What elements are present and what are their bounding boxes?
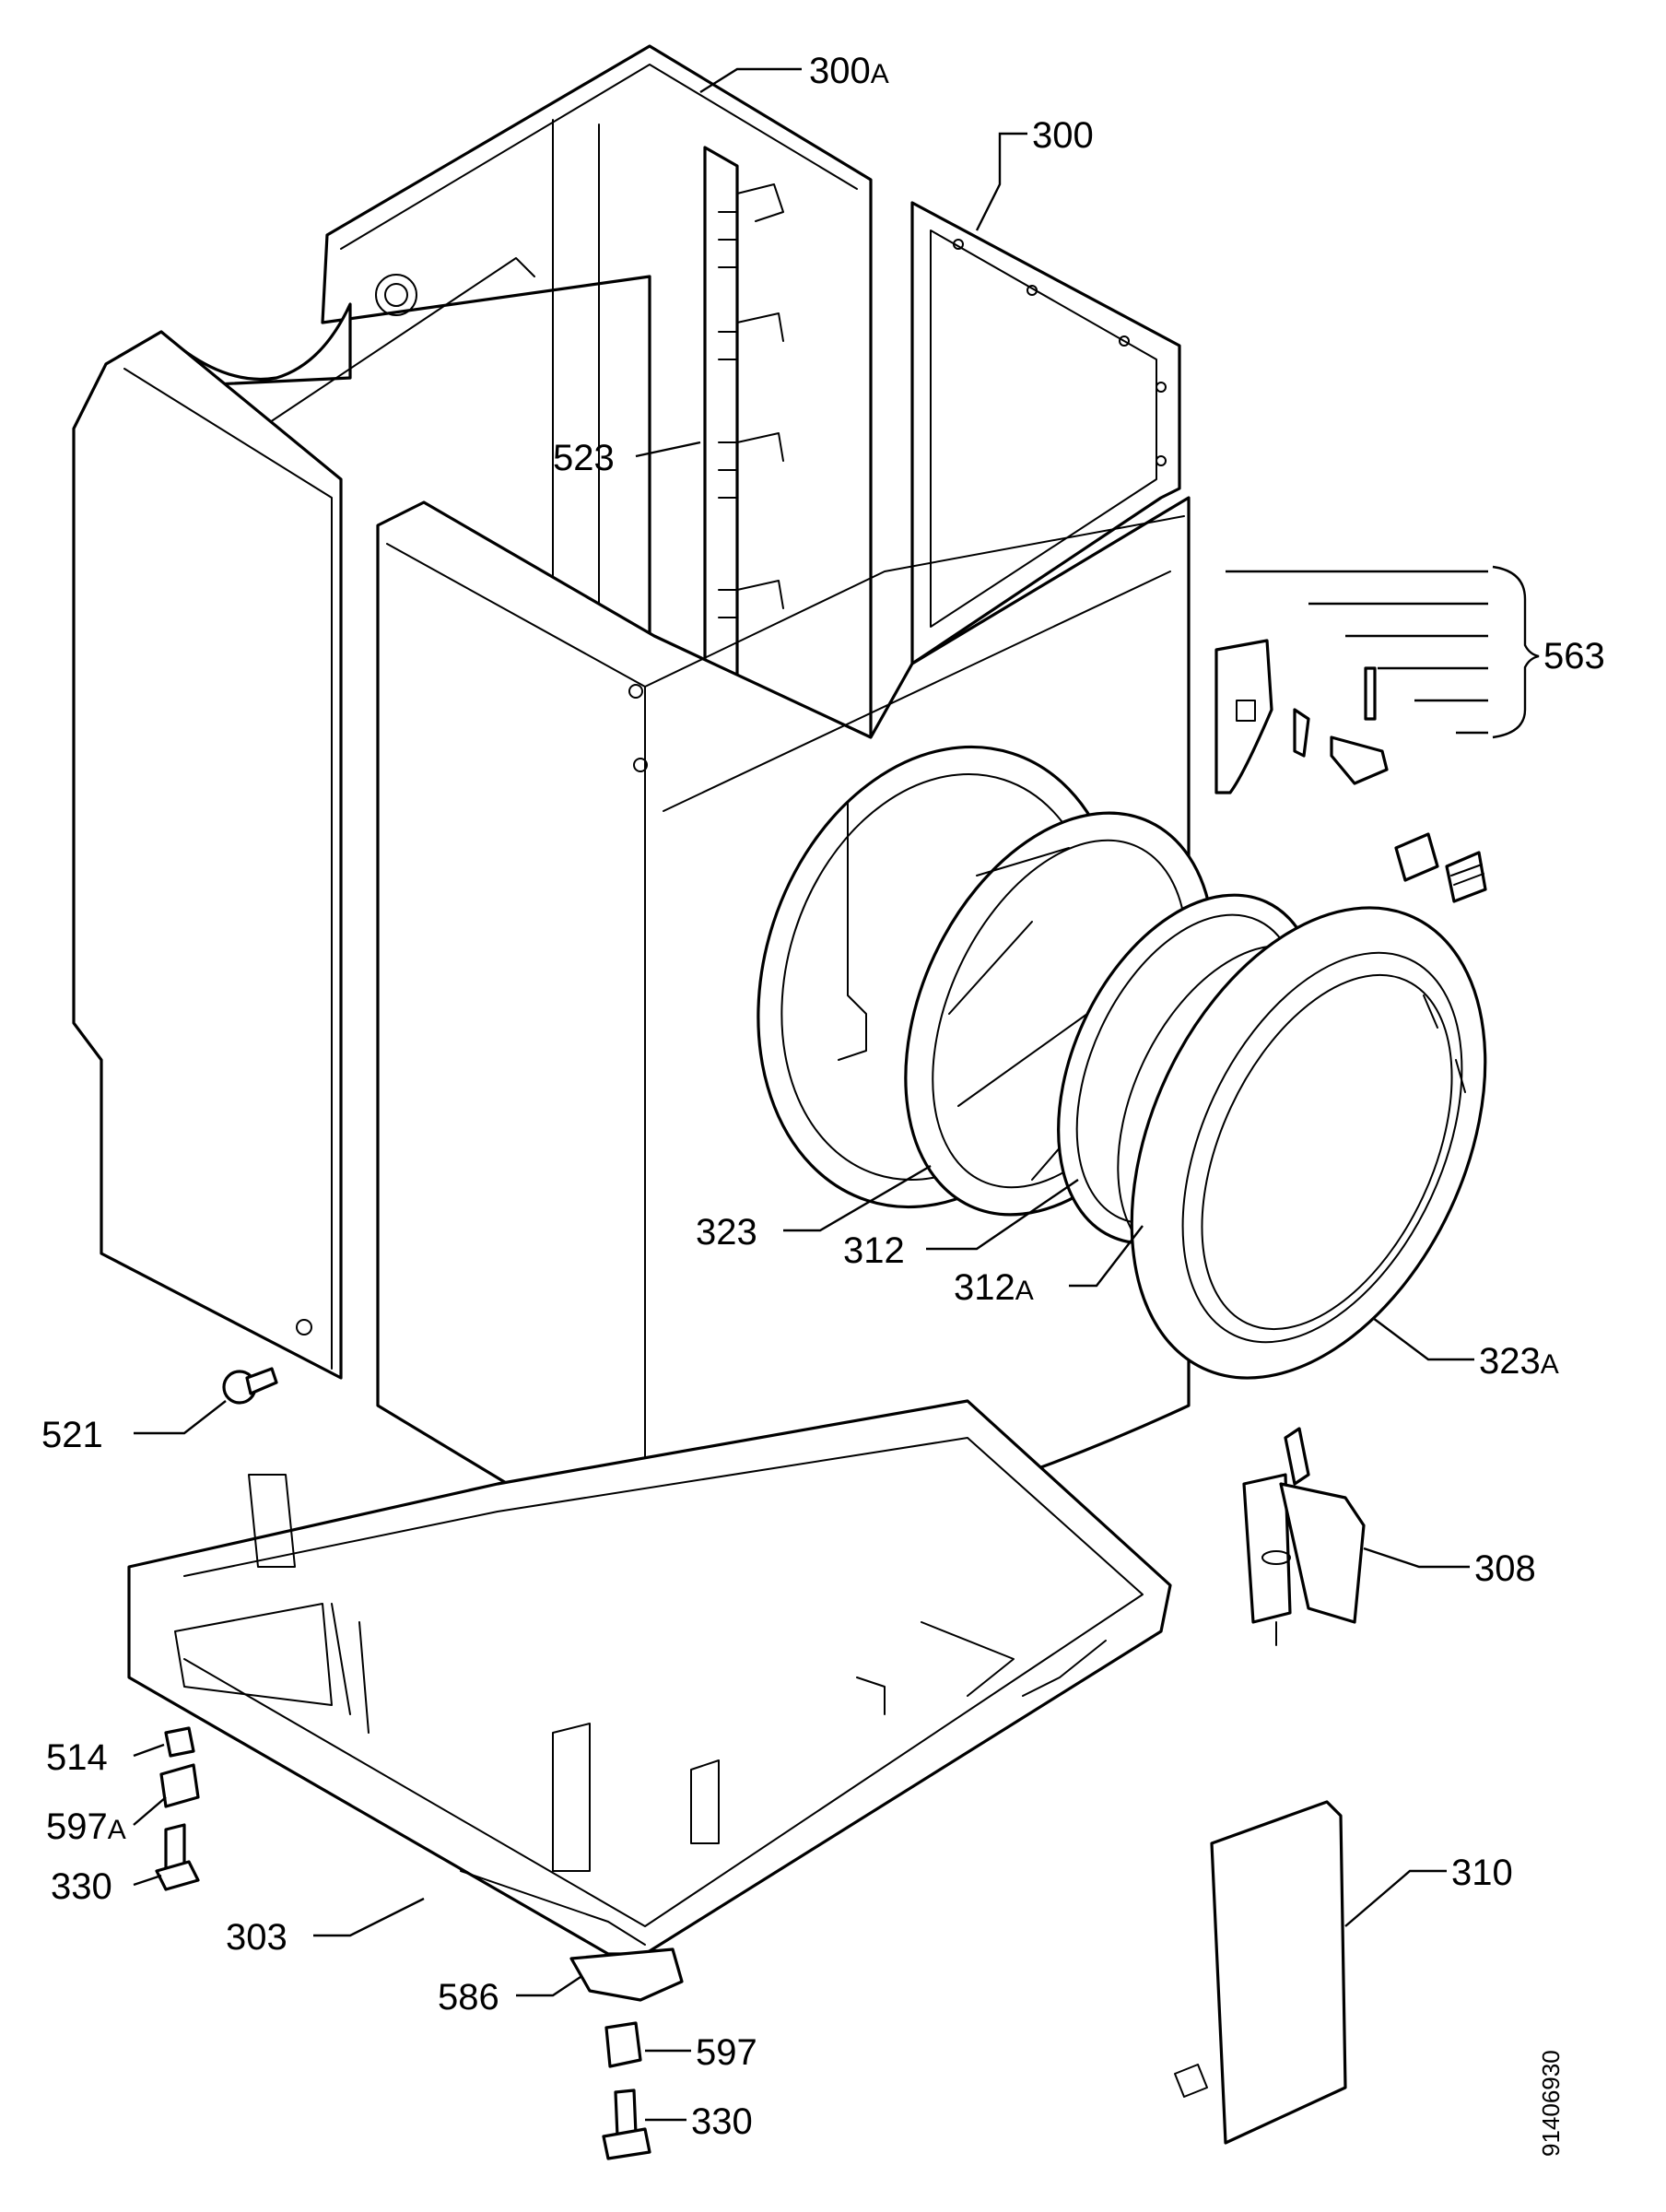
nut-514 [164,1726,195,1758]
label-300a: 300A [809,51,889,91]
foot-586 [569,1947,684,2002]
label-597: 597 [696,2032,757,2073]
label-312: 312 [843,1230,905,1271]
label-330-left: 330 [51,1866,112,1907]
label-597a: 597A [46,1806,126,1847]
label-303: 303 [226,1917,287,1958]
nut-597 [604,2021,642,2068]
label-523: 523 [553,438,615,478]
label-323a: 323A [1479,1341,1559,1382]
label-308: 308 [1474,1548,1536,1589]
callout-labels: 300A 300 523 563 323 312 312A 323A 521 3… [41,51,1605,2157]
cover-310 [1174,1800,1347,2145]
screw-521 [222,1367,278,1405]
label-300: 300 [1032,115,1094,156]
side-panel-left [72,330,343,1380]
leader-lines [133,67,1540,2122]
clip-597a [159,1763,200,1808]
top-frame-300 [910,201,1181,665]
hinge-308 [1242,1427,1366,1646]
screw-330-bottom [602,2088,651,2160]
label-563: 563 [1543,636,1605,677]
label-514: 514 [46,1737,108,1778]
door-lock-563 [1214,639,1487,903]
screw-330-left [155,1823,200,1891]
drawing-code: 91406930 [1537,2050,1565,2157]
label-586: 586 [438,1977,499,2018]
label-310: 310 [1451,1853,1513,1893]
label-323: 323 [696,1212,757,1253]
door-frame-323a [1130,906,1487,1380]
label-521: 521 [41,1415,103,1455]
label-312a: 312A [954,1267,1034,1308]
base-303 [127,1399,1172,1956]
label-330-bottom: 330 [691,2101,753,2142]
